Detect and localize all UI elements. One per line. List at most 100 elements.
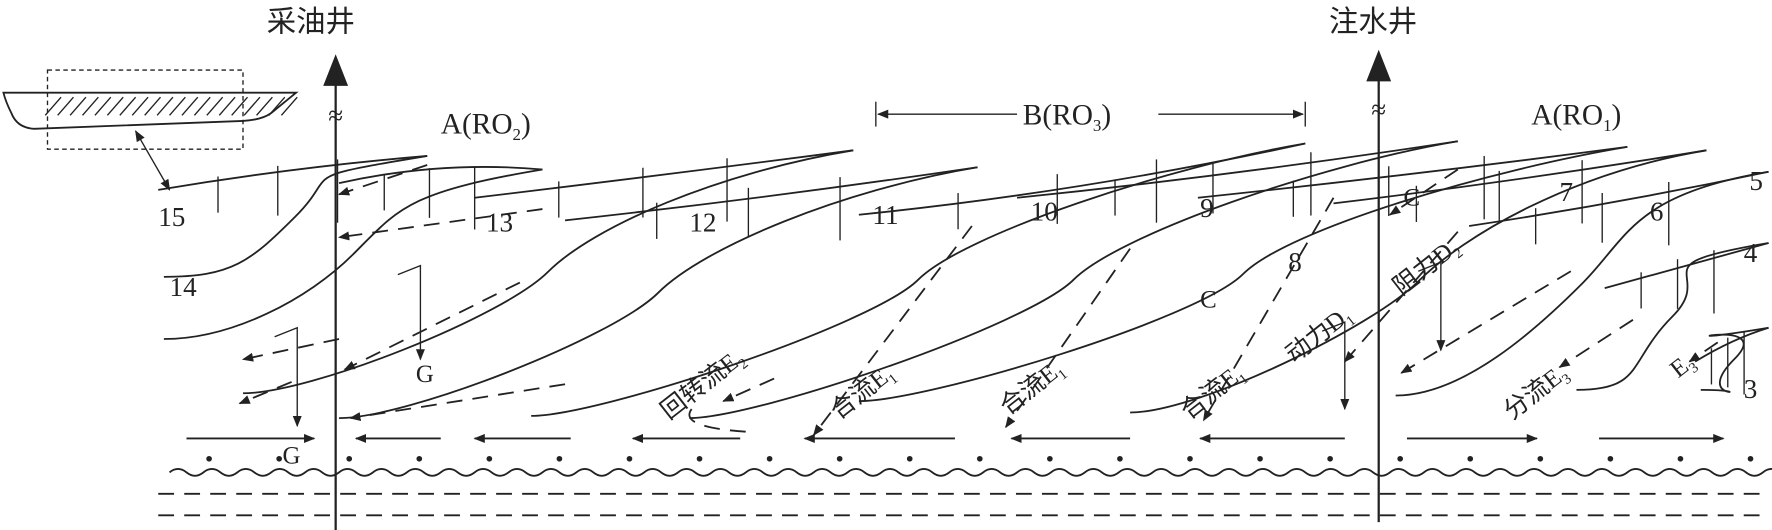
injection-well: ≈: [1366, 49, 1392, 523]
layer-top-line: [1694, 326, 1769, 363]
layer-top-line: [1197, 146, 1628, 199]
sediment-dot: [486, 455, 493, 462]
sediment-dot: [766, 455, 773, 462]
layer-number: 4: [1744, 238, 1758, 268]
layer-bottom-line: [1130, 149, 1707, 414]
dashed-flow-arrow: [1400, 270, 1572, 374]
sediment-dot: [416, 455, 423, 462]
dashed-flow-arrow: [1202, 197, 1335, 422]
dashed-flow-arrow: [1558, 319, 1634, 369]
layer-top-line: [158, 155, 428, 191]
dashed-flow-arrow: [812, 225, 973, 436]
flow-label-merge: 合流E1: [995, 354, 1071, 423]
dashed-flow-arrow: [349, 383, 566, 422]
rotary-flow-line: [688, 408, 746, 433]
production-well-label: 采油井: [267, 6, 355, 39]
dashed-flow-arrow: [722, 377, 775, 402]
break-symbol-icon: ≈: [1371, 95, 1386, 125]
sediment-dot: [836, 455, 843, 462]
flow-label-merge: 合流E1: [1175, 359, 1251, 428]
flow-arrows: [186, 164, 1725, 443]
hatch-line: [231, 96, 249, 116]
layer-number: 12: [689, 208, 716, 238]
flow-label-resistance: 阻力D2: [1388, 233, 1467, 304]
layer-bottom-line: [163, 155, 428, 278]
sediment-dot: [626, 455, 633, 462]
hatch-line: [69, 96, 87, 116]
hatch-line: [156, 96, 174, 116]
flow-label-e3: E3: [1665, 348, 1702, 386]
flow-label-c: C: [1404, 185, 1421, 212]
layer-top-line: [1604, 242, 1769, 290]
sand-body-layers: [158, 140, 1769, 420]
flow-label-power: 动力D1: [1280, 300, 1359, 371]
hatch-line: [243, 96, 261, 116]
sediment-dot: [1607, 455, 1614, 462]
hatch-line: [206, 96, 224, 116]
hatch-line: [144, 96, 162, 116]
sediment-dot: [696, 455, 703, 462]
hatch-line: [268, 96, 286, 116]
hatch-line: [119, 96, 137, 116]
dashed-flow-arrow: [238, 381, 292, 405]
sediment-dot: [346, 455, 353, 462]
sediment-dot: [1677, 455, 1684, 462]
sediment-dot: [1117, 455, 1123, 462]
flow-label-merge: 合流E1: [825, 359, 901, 428]
sediment-dot: [1187, 455, 1193, 462]
hatch-line: [218, 96, 236, 116]
layer-top-line: [474, 149, 854, 199]
layer-bottom-line: [858, 146, 1628, 403]
layer-number: 9: [1200, 193, 1214, 223]
dashed-flow-arrow: [1389, 168, 1459, 216]
sediment-dot: [206, 455, 212, 462]
section-inset-icon: [2, 69, 299, 191]
sediment-dot: [1327, 455, 1333, 462]
layer-numbers: 15 14 13 12 11 10 9 8 7 6 5 4 3: [158, 166, 1763, 404]
layer-bottom-line: [339, 166, 978, 420]
layer-top-line: [338, 166, 543, 184]
hatch-line: [193, 96, 211, 116]
layer-number: 13: [486, 208, 513, 238]
hatch-line: [44, 96, 62, 116]
zone-b-extent-arrow: [875, 101, 1306, 127]
layer-top-line: [564, 166, 978, 222]
injection-well-label: 注水井: [1329, 6, 1417, 39]
layer-number: 3: [1744, 374, 1758, 404]
layer-top-line: [858, 142, 1306, 216]
sediment-dot: [1397, 455, 1404, 462]
dashed-flow-arrow: [343, 281, 521, 371]
layer-bottom-line: [689, 140, 1458, 420]
sediment-dot: [906, 455, 913, 462]
sediment-dot: [1467, 455, 1474, 462]
dashed-flow-arrow: [337, 164, 428, 196]
hatch-line: [169, 96, 186, 116]
sediment-dot: [976, 455, 983, 462]
hatch-line: [256, 96, 273, 116]
layer-bottom-line: [1700, 326, 1769, 393]
layer-number: 15: [158, 202, 185, 232]
layer-bottom-line: [531, 142, 1306, 417]
layer-bottom-line: [163, 168, 543, 340]
layer-bottom-line: [1395, 170, 1769, 397]
layer-bottom-line: [1576, 242, 1769, 391]
production-well: ≈: [323, 54, 349, 530]
layer-number: 14: [170, 272, 198, 302]
gravity-arrow: [1321, 321, 1350, 411]
flow-label-split: 分流E3: [1499, 359, 1575, 428]
layer-number: 8: [1288, 247, 1302, 277]
well-up-arrow-icon: [323, 54, 349, 86]
layer-number: 10: [1031, 196, 1058, 226]
hatch-line: [82, 96, 99, 116]
dashed-flow-arrow: [241, 338, 340, 362]
dashed-flow-arrow: [1688, 341, 1719, 363]
sediment-dot: [1257, 455, 1263, 462]
basal-unconformity: [158, 455, 1772, 517]
layer-top-line: [1333, 149, 1707, 205]
hatch-line: [94, 96, 112, 116]
hatch-line: [131, 96, 149, 116]
sediment-dot: [276, 455, 282, 462]
break-symbol-icon: ≈: [328, 100, 343, 130]
